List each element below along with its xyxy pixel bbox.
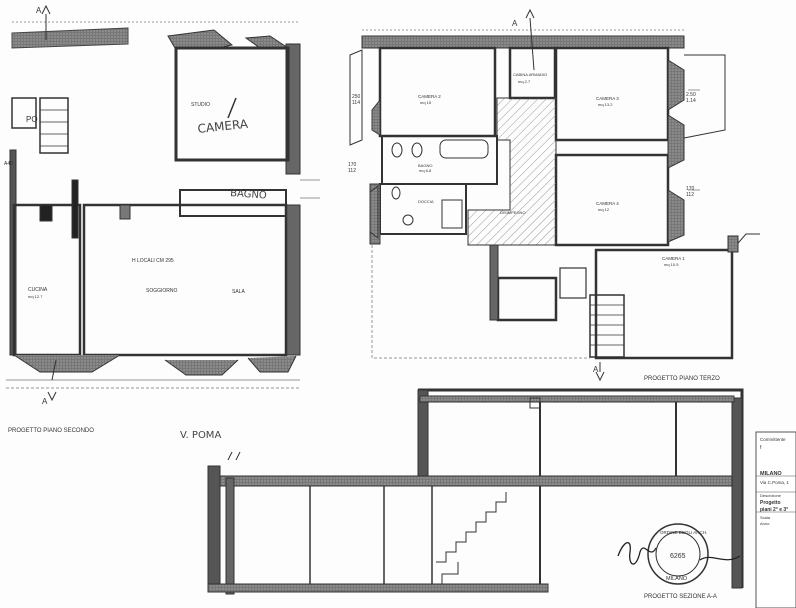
handwritten-street-note: V. POMA <box>180 430 221 441</box>
title-block-scala-label: Scala <box>760 515 771 520</box>
plan-third-title: PROGETTO PIANO TERZO <box>644 376 720 382</box>
title-block-project: Progetto <box>760 500 781 506</box>
room-label-cucina: CUCINA <box>28 287 48 293</box>
room-label-camera1: CAMERA 1 <box>662 256 685 261</box>
plan-second-floor <box>6 4 320 402</box>
dimension-label-3: 2.50 <box>686 92 696 98</box>
room-label-cabina: CABINA ARMADIO <box>513 72 547 77</box>
title-block-committente-label: Committente <box>760 437 786 442</box>
title-block-address: Via C.Poma, 1 <box>760 480 789 485</box>
dimension-label-1: 250 <box>352 94 361 100</box>
section-mark-bottom-second: A <box>42 397 48 406</box>
room-area-cucina: mq 12.7 <box>28 294 43 299</box>
room-area-cabina: mq 2.7 <box>518 79 531 84</box>
room-label-camera3: CAMERA 3 <box>596 96 619 101</box>
room-label-sala: SALA <box>232 289 245 295</box>
dimension-label-2b: 112 <box>348 168 356 174</box>
room-label-studio: STUDIO <box>191 102 210 108</box>
room-area-bagno: mq 6.8 <box>419 168 432 173</box>
room-label-doccia: DOCCIA <box>418 199 434 204</box>
room-area-camera1: mq 10.5 <box>664 262 679 267</box>
title-block-city: MILANO <box>760 471 782 477</box>
room-label-locali: H LOCALI CM 295 <box>132 258 174 264</box>
room-area-camera3: mq 13.2 <box>598 102 613 107</box>
section-mark-bottom-third: A <box>593 365 599 374</box>
title-block-project-detail: piani 2° e 3° <box>760 507 788 513</box>
stamp-text-top: ORDINE DEGLI ARCH. <box>660 530 707 535</box>
handwritten-bagno-note: BAGNO <box>230 188 267 202</box>
level-mark: PO <box>26 115 38 124</box>
title-block <box>755 431 796 608</box>
dimension-label-4: 170 <box>686 186 695 192</box>
plan-second-title: PROGETTO PIANO SECONDO <box>8 428 94 434</box>
plan-third-floor <box>349 8 760 382</box>
stamp-city: MILANO <box>666 576 688 582</box>
title-block-scala-value: Anno <box>760 521 770 526</box>
room-label-camera2: CAMERA 2 <box>418 94 441 99</box>
dimension-label-1b: 114 <box>352 100 360 106</box>
signature-mark <box>617 542 741 565</box>
room-label-soggiorno: SOGGIORNO <box>146 288 178 294</box>
handwritten-camera-note: CAMERA <box>197 117 250 136</box>
section-mark-top-third: A <box>512 19 518 28</box>
architect-stamp <box>647 523 709 585</box>
section-mark-top-second: A <box>36 6 42 15</box>
room-label-bagno: BAGNO <box>418 163 432 168</box>
section-a-a <box>207 388 744 595</box>
dimension-label-2: 170 <box>348 162 357 168</box>
section-title: PROGETTO SEZIONE A-A <box>644 594 717 600</box>
stamp-number: 6265 <box>670 553 686 560</box>
room-area-camera2: mq 15 <box>420 100 432 105</box>
room-label-camera4: CAMERA 4 <box>596 201 619 206</box>
room-label-disimpegno: DISIMPEGNO <box>500 210 526 215</box>
title-block-descrizione-label: Descrizione <box>760 493 782 498</box>
dimension-label-3b: 1.14 <box>686 98 696 104</box>
dimension-label-4b: 112 <box>686 192 694 198</box>
title-block-committente-value: f <box>760 445 762 451</box>
room-area-camera4: mq 12 <box>598 207 610 212</box>
dimension-left: A40 <box>4 161 13 167</box>
